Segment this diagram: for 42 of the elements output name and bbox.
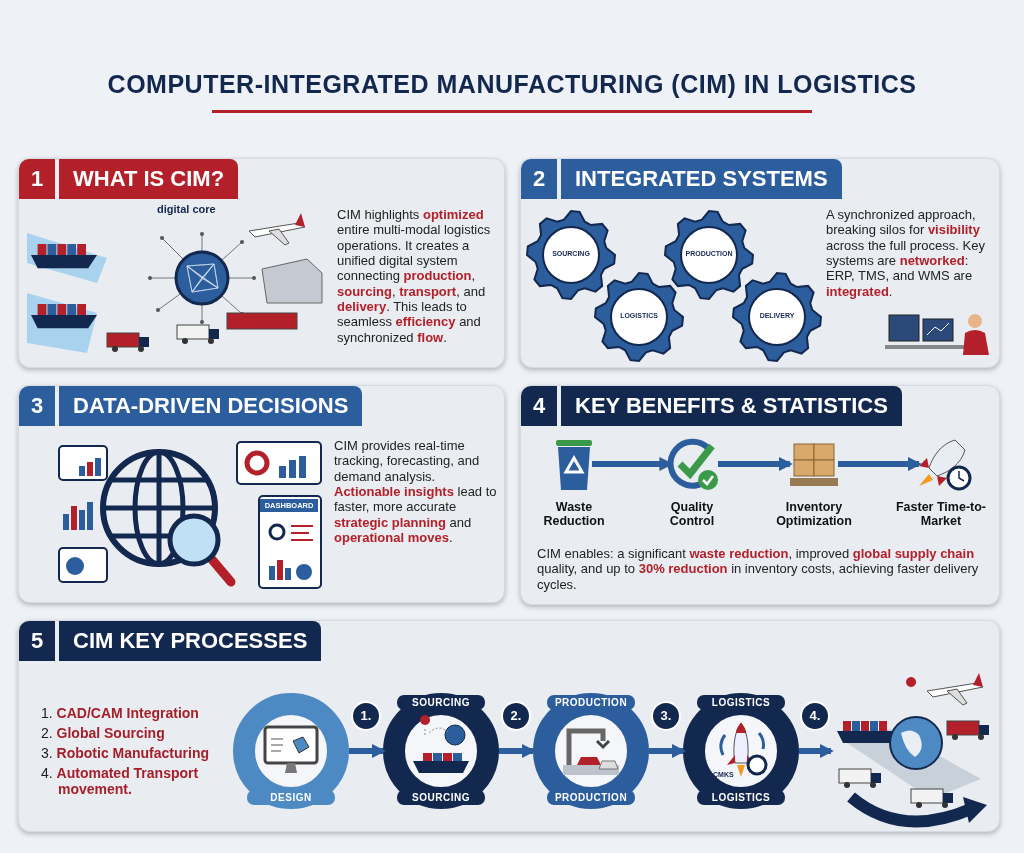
section-description: A synchronized approach, breaking silos for visibility across the full process. Key systems are networked: ERP, TMS, and WMS are integrated. [826,207,986,299]
process-label: DESIGN [247,790,335,805]
process-list-item: 3. Robotic Manufacturing [41,745,210,762]
process-label: PRODUCTION [547,790,635,805]
benefit-label: Inventory Optimization [775,500,853,529]
section-heading: WHAT IS CIM? [59,159,239,199]
section-heading: KEY BENEFITS & STATISTICS [561,386,902,426]
section-description: CIM provides real-time tracking, forecasting, and demand analysis. Actionable insights lead to faster, more accurate strategic planning and operational moves. [334,438,498,546]
arrow [649,744,686,758]
arrow [799,744,834,758]
title: COMPUTER-INTEGRATED MANUFACTURING (CIM) IN LOGISTICS [106,70,918,99]
callout-label: digital core [157,203,216,215]
section-number: 5 [19,621,55,661]
section-card [18,158,505,368]
process-list-item: 1. CAD/CAM Integration [41,705,200,722]
section-heading: CIM KEY PROCESSES [59,621,322,661]
section-number: 1 [19,159,55,199]
process-label: PRODUCTION [547,695,635,710]
arrow [718,457,793,471]
section-description: CIM enables: a significant waste reduction, improved global supply chain quality, and up to 30% reduction in inventory costs, achieving faster delivery cycles. [537,546,980,592]
process-list-item: 4. Automated Transport movement. [41,765,200,798]
section-number: 4 [521,386,557,426]
section-description: CIM highlights optimized entire multi-modal logistics operations. It creates a unified digital system connecting production, sourcing, transport, and delivery. This leads to seamless efficiency and synchronized flow. [337,207,492,345]
section-heading: DATA-DRIVEN DECISIONS [59,386,363,426]
process-label: LOGISTICS [697,790,785,805]
process-list-item: 2. Global Sourcing [41,725,166,742]
process-label: SOURCING [397,695,485,710]
section-number: 3 [19,386,55,426]
benefit-label: Quality Control [668,500,716,529]
benefit-label: Faster Time-to-Market [894,500,988,529]
section-number: 2 [521,159,557,199]
process-label: LOGISTICS [697,695,785,710]
arrow [499,744,536,758]
arrow [349,744,386,758]
section-card [520,385,1000,605]
benefit-label: Waste Reduction [542,500,606,529]
process-label: SOURCING [397,790,485,805]
section-card [18,620,1000,832]
section-heading: INTEGRATED SYSTEMS [561,159,842,199]
section-card [18,385,505,603]
section-card [520,158,1000,368]
arrow [838,457,922,471]
